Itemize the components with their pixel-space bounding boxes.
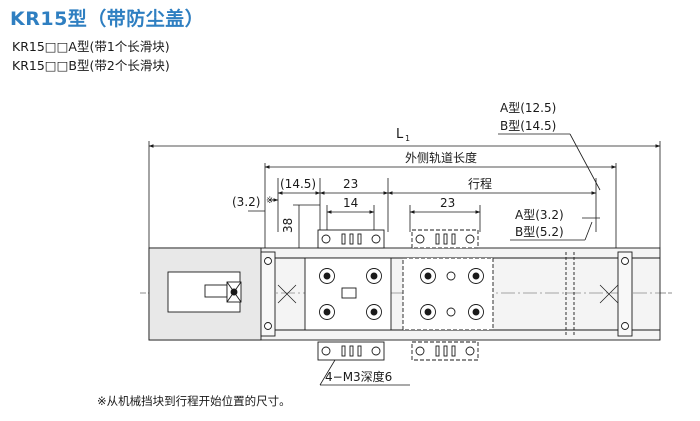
tap-holes-label: 4−M3深度6: [325, 369, 392, 384]
dim-14-5-label: (14.5): [280, 177, 316, 191]
variant-a-label: KR15□□A型(带1个长滑块): [12, 39, 170, 54]
b-type-top-label: B型(14.5): [500, 119, 556, 133]
a-type-top-label: A型(12.5): [500, 101, 556, 115]
overall-length-label: L: [396, 127, 404, 142]
footnote: ※从机械挡块到行程开始位置的尺寸。: [97, 394, 291, 408]
stroke-label: 行程: [468, 176, 492, 191]
actuator-body: [140, 229, 672, 361]
dimension-lines: [148, 133, 661, 386]
page-title: KR15型（带防尘盖）: [10, 8, 205, 30]
dim-23-left-label: 23: [343, 177, 358, 191]
a-type-side-label: A型(3.2): [515, 208, 564, 222]
dim-3-2-mark: ※: [266, 196, 274, 206]
dim-38-label: 38: [281, 218, 295, 233]
dim-23-right-label: 23: [440, 196, 455, 210]
variant-b-label: KR15□□B型(带2个长滑块): [12, 58, 170, 73]
outer-rail-length-label: 外侧轨道长度: [405, 150, 477, 165]
dim-14-label: 14: [343, 196, 358, 210]
overall-length-subscript: 1: [405, 134, 410, 143]
b-type-side-label: B型(5.2): [515, 225, 564, 239]
dim-3-2-left-label: (3.2): [232, 195, 260, 209]
